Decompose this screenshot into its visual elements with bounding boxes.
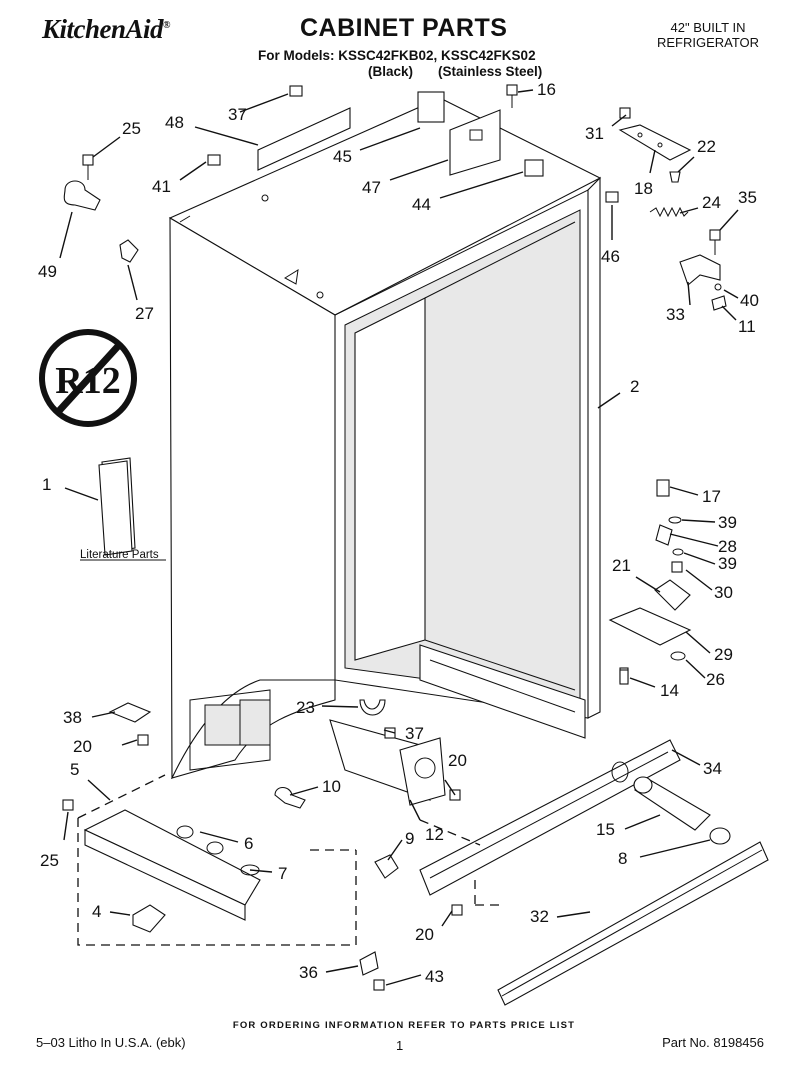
callout-18: 18 [634, 179, 653, 198]
product-line-2: REFRIGERATOR [656, 35, 760, 50]
callout-27: 27 [135, 304, 154, 323]
callout-48: 48 [165, 113, 184, 132]
callout-32: 32 [530, 907, 549, 926]
brand-logo: KitchenAid® [42, 14, 171, 45]
callout-20-a: 20 [73, 737, 92, 756]
callout-37-b: 37 [405, 724, 424, 743]
callout-22: 22 [697, 137, 716, 156]
callout-34: 34 [703, 759, 722, 778]
part-number: Part No. 8198456 [662, 1035, 764, 1050]
callout-25-b: 25 [40, 851, 59, 870]
cabinet-assembly [168, 97, 602, 779]
callout-17: 17 [702, 487, 721, 506]
callout-37-a: 37 [228, 105, 247, 124]
drain-pan-rail-inset [62, 774, 500, 946]
top-hardware [207, 84, 727, 311]
callout-30: 30 [714, 583, 733, 602]
callout-5: 5 [70, 760, 79, 779]
callout-7: 7 [278, 864, 287, 883]
callout-40: 40 [740, 291, 759, 310]
models-line: For Models: KSSC42FKB02, KSSC42FKS02 [258, 48, 536, 63]
callout-29: 29 [714, 645, 733, 664]
callout-numbers: 1 2 4 5 6 7 8 9 10 11 12 14 15 16 17 18 … [38, 80, 759, 986]
callout-25-a: 25 [122, 119, 141, 138]
callout-24: 24 [702, 193, 721, 212]
brand-name: KitchenAid [42, 14, 164, 44]
literature-parts: Literature Parts [80, 457, 166, 561]
callout-44: 44 [412, 195, 431, 214]
callout-45: 45 [333, 147, 352, 166]
registered-mark: ® [163, 20, 171, 31]
leader-lines [59, 89, 739, 986]
callout-1: 1 [42, 475, 51, 494]
callout-47: 47 [362, 178, 381, 197]
callout-31: 31 [585, 124, 604, 143]
callout-39-b: 39 [718, 554, 737, 573]
variant-stainless: (Stainless Steel) [438, 64, 543, 79]
callout-43: 43 [425, 967, 444, 986]
ordering-note: FOR ORDERING INFORMATION REFER TO PARTS … [232, 1020, 576, 1031]
callout-36: 36 [299, 963, 318, 982]
callout-46: 46 [601, 247, 620, 266]
callout-8: 8 [618, 849, 627, 868]
callout-14: 14 [660, 681, 679, 700]
callout-21: 21 [612, 556, 631, 575]
callout-4: 4 [92, 902, 101, 921]
callout-6: 6 [244, 834, 253, 853]
callout-39-a: 39 [718, 513, 737, 532]
callout-41: 41 [152, 177, 171, 196]
callout-23: 23 [296, 698, 315, 717]
variant-black: (Black) [368, 64, 414, 79]
product-type: 42" BUILT IN REFRIGERATOR [653, 20, 763, 50]
callout-28: 28 [718, 537, 737, 556]
literature-label: Literature Parts [80, 549, 159, 561]
lower-hinge-parts [608, 479, 692, 683]
callout-2: 2 [630, 377, 639, 396]
page-title: CABINET PARTS [300, 14, 508, 42]
callout-12: 12 [425, 825, 444, 844]
no-r12-symbol: R12 [39, 329, 137, 427]
clip-parts [63, 154, 139, 263]
callout-20-b: 20 [448, 751, 467, 770]
callout-10: 10 [322, 777, 341, 796]
bottom-mechanism-parts [108, 669, 769, 1006]
callout-49: 49 [38, 262, 57, 281]
page-number: 1 [396, 1038, 404, 1053]
callout-33: 33 [666, 305, 685, 324]
litho-info: 5–03 Litho In U.S.A. (ebk) [36, 1035, 186, 1050]
callout-9: 9 [405, 829, 414, 848]
callout-20-c: 20 [415, 925, 434, 944]
callout-26: 26 [706, 670, 725, 689]
callout-15: 15 [596, 820, 615, 839]
callout-38: 38 [63, 708, 82, 727]
callout-11: 11 [738, 317, 756, 336]
callout-35: 35 [738, 188, 757, 207]
product-line-1: 42" BUILT IN [670, 20, 746, 35]
callout-16: 16 [537, 80, 556, 99]
